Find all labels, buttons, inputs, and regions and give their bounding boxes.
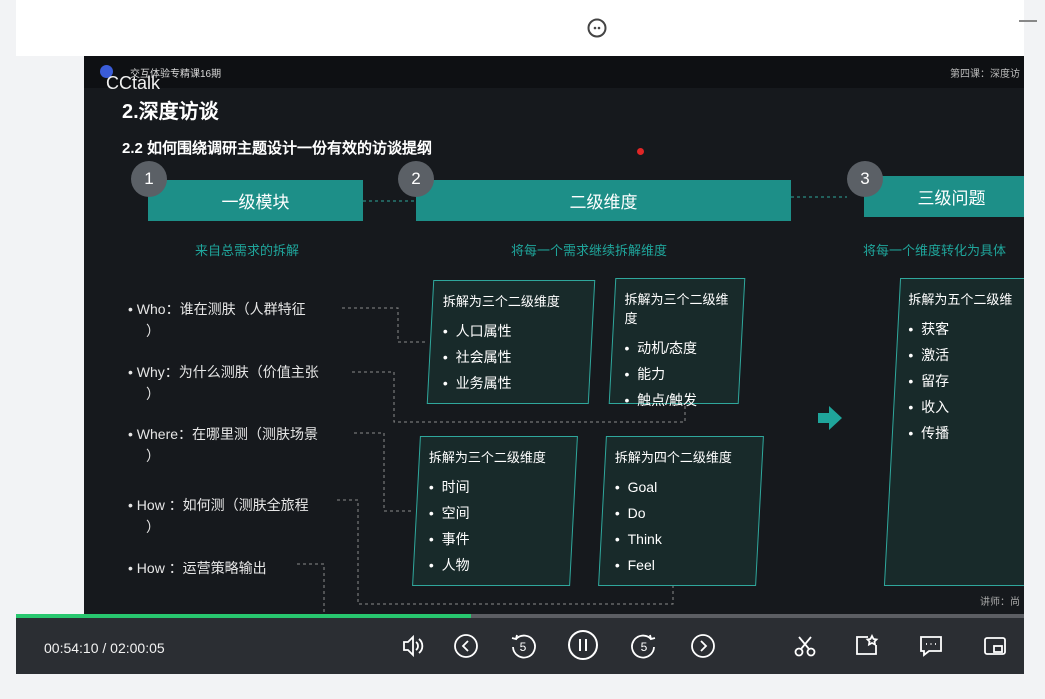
left-item: • Why：为什么测肤（价值主张 ） bbox=[128, 364, 319, 402]
danmaku-icon[interactable] bbox=[916, 631, 946, 661]
loading-spinner-icon bbox=[587, 18, 607, 38]
svg-text:5: 5 bbox=[520, 640, 527, 654]
app-watermark: CCtalk bbox=[106, 73, 161, 93]
left-item: • Where：在哪里测（测肤场景 ） bbox=[128, 426, 319, 464]
lesson-label: 第四课：深度访 bbox=[950, 69, 1020, 80]
progress-bar[interactable] bbox=[16, 614, 1024, 618]
left-item: • How ：运营策略输出 bbox=[128, 560, 267, 576]
total-time: 02:00:05 bbox=[110, 640, 165, 656]
step-badge-3: 3 bbox=[847, 161, 883, 197]
dimension-box: 拆解为三个二级维度 • 时间 • 空间 • 事件 • 人物 bbox=[412, 436, 578, 586]
current-time: 00:54:10 bbox=[44, 640, 99, 656]
lecturer-label: 讲师：尚 bbox=[980, 597, 1020, 608]
volume-icon[interactable] bbox=[398, 631, 428, 661]
previous-icon[interactable] bbox=[451, 631, 481, 661]
column-2-description: 将每一个需求继续拆解维度 bbox=[511, 243, 668, 258]
question-box: 拆解为五个二级维 • 获客 • 激活 • 留存 • 收入 • 传播 bbox=[883, 278, 1024, 586]
laser-pointer-dot bbox=[637, 148, 644, 155]
pin-window-icon[interactable] bbox=[852, 631, 882, 661]
dimension-box: 拆解为四个二级维度 • Goal • Do • Think • Feel bbox=[598, 436, 764, 586]
step-badge-1: 1 bbox=[131, 161, 167, 197]
course-logo-icon bbox=[100, 65, 113, 78]
rewind-5-icon[interactable]: 5 bbox=[508, 631, 538, 661]
video-frame[interactable]: 交互体验专精课16期 CCtalk 第四课：深度访 2.深度访谈 2.2 如何围… bbox=[84, 56, 1024, 614]
pause-icon[interactable] bbox=[566, 628, 600, 662]
scissors-icon[interactable] bbox=[790, 631, 820, 661]
column-2-header: 二级维度 bbox=[416, 180, 791, 221]
step-badge-2: 2 bbox=[398, 161, 434, 197]
course-title: 交互体验专精课16期 bbox=[130, 69, 222, 80]
dimension-box: 拆解为三个二级维度 • 动机/态度 • 能力 • 触点/触发 bbox=[608, 278, 746, 408]
arrow-right-icon bbox=[818, 406, 842, 430]
column-1-header: 一级模块 bbox=[148, 180, 363, 221]
slide-title: 2.深度访谈 bbox=[122, 101, 219, 123]
time-display: 00:54:10 / 02:00:05 bbox=[44, 640, 165, 656]
control-bar bbox=[16, 618, 1024, 674]
slide-header: 交互体验专精课16期 CCtalk 第四课：深度访 bbox=[84, 56, 1024, 93]
mini-window-icon[interactable] bbox=[980, 631, 1010, 661]
svg-text:5: 5 bbox=[641, 640, 648, 654]
dimension-box: 拆解为三个二级维度 • 人口属性 • 社会属性 • 业务属性 bbox=[426, 280, 596, 404]
progress-fill bbox=[16, 614, 471, 618]
left-item: • How ：如何测（测肤全旅程 ） bbox=[128, 497, 309, 535]
forward-5-icon[interactable]: 5 bbox=[629, 631, 659, 661]
window-title-bar bbox=[16, 0, 1037, 56]
column-3-header: 三级问题 bbox=[864, 176, 1024, 217]
next-icon[interactable] bbox=[688, 631, 718, 661]
column-3-description: 将每一个维度转化为具体 bbox=[863, 243, 1007, 258]
connector-lines bbox=[297, 196, 847, 614]
left-item: • Who：谁在测肤（人群特征 ） bbox=[128, 301, 306, 339]
minimize-button[interactable] bbox=[1019, 20, 1037, 22]
slide-subtitle: 2.2 如何围绕调研主题设计一份有效的访谈提纲 bbox=[122, 140, 433, 157]
time-separator: / bbox=[102, 640, 107, 656]
column-1-description: 来自总需求的拆解 bbox=[195, 243, 300, 258]
